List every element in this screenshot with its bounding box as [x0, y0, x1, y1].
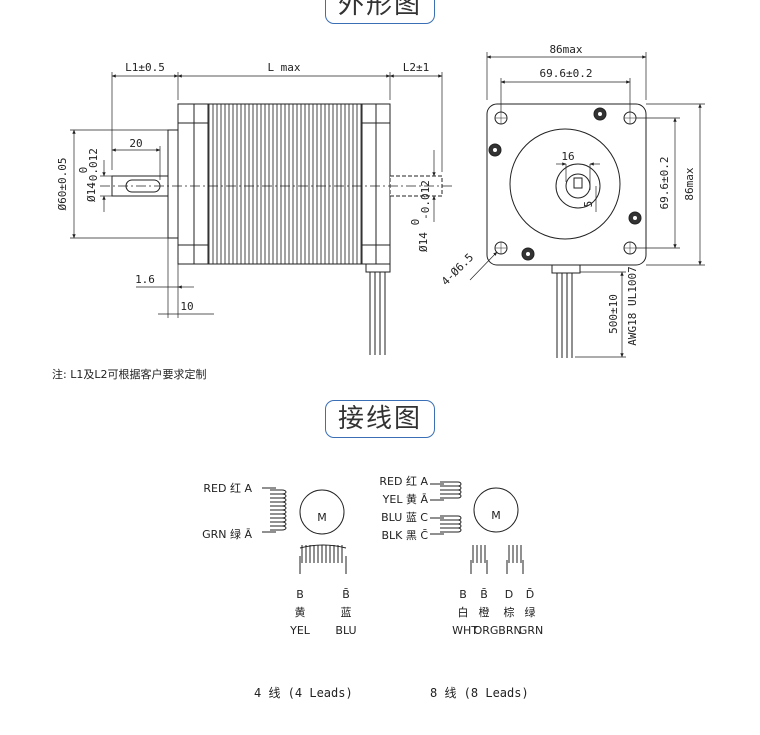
- label-bbar-4: B̄: [342, 588, 350, 601]
- dim-rear-shaft-dia: Ø14: [417, 232, 430, 252]
- dim-flat-width: 16: [561, 150, 574, 163]
- dim-height: 86max: [683, 167, 696, 200]
- wiring-8-leads: [430, 481, 524, 574]
- label-bbar-en-8: ORG: [474, 624, 499, 637]
- dim-flange-thk: 1.6: [135, 273, 155, 286]
- dim-body-dia: Ø60±0.05: [56, 158, 69, 211]
- label-b-cn-8: 白: [458, 605, 469, 619]
- coil-d-8: [506, 545, 524, 574]
- coil-a-8: [430, 481, 462, 501]
- label-b-en-8: WHT: [452, 624, 478, 637]
- mounting-hole: [494, 111, 508, 125]
- front-boss: [167, 129, 179, 239]
- lead-wires-side: [365, 263, 391, 355]
- front-view: [469, 52, 705, 358]
- screw-head: [488, 143, 502, 157]
- label-a-8: RED 红 A: [379, 475, 428, 488]
- label-d-cn-8: 棕: [504, 605, 515, 619]
- label-bbar-cn-4: 蓝: [341, 606, 352, 619]
- label-bbar-8: B̄: [480, 588, 488, 601]
- dim-shaft-tol-top: 0: [77, 167, 90, 174]
- coil-a: [262, 487, 287, 533]
- motor-symbol-8: M: [491, 509, 501, 522]
- mounting-hole: [623, 241, 637, 255]
- outline-title: 外形图: [324, 0, 436, 24]
- caption-8-leads: 8 线 (8 Leads): [430, 686, 529, 700]
- label-d-8: D: [505, 588, 513, 601]
- label-c-8: BLU 蓝 C: [381, 511, 428, 524]
- screw-head: [593, 107, 607, 121]
- label-b-4: B: [296, 588, 304, 601]
- dim-l: L max: [267, 61, 300, 74]
- dim-shaft-dia: Ø14: [85, 182, 98, 202]
- label-dbar-cn-8: 绿: [525, 605, 536, 619]
- dim-shaft-tol-bottom: -0.012: [87, 148, 100, 188]
- label-abar-4: GRN 绿 Ā: [202, 527, 252, 541]
- motor-symbol-4: M: [317, 511, 327, 524]
- dim-hole-pitch-w: 69.6±0.2: [540, 67, 593, 80]
- label-b-en-4: YEL: [289, 624, 311, 637]
- dim-l2: L2±1: [403, 61, 430, 74]
- label-d-en-8: BRN: [498, 624, 521, 637]
- dim-shaft-len: 20: [129, 137, 142, 150]
- label-abar-8: YEL 黄 Ā: [382, 492, 429, 506]
- label-a-4: RED 红 A: [203, 482, 252, 495]
- label-bbar-cn-8: 橙: [479, 605, 490, 619]
- motor-symbol-circle: [299, 489, 345, 535]
- dim-key-depth: 5: [582, 201, 595, 208]
- cooling-fins: [207, 103, 363, 265]
- dim-rear-tol-top: 0: [409, 219, 422, 226]
- dim-boss-len: 10: [180, 300, 193, 313]
- side-view: [70, 72, 455, 355]
- wiring-4-leads: [262, 487, 347, 574]
- inner-circle: [555, 163, 601, 209]
- dim-wire-spec: AWG18 UL1007: [626, 266, 639, 345]
- dim-hole-pitch-h: 69.6±0.2: [658, 157, 671, 210]
- coil-c-8: [430, 515, 462, 535]
- lead-wires-front: [551, 264, 581, 358]
- dim-width: 86max: [549, 43, 582, 56]
- customization-note: 注: L1及L2可根据客户要求定制: [52, 368, 207, 381]
- label-b-cn-4: 黄: [295, 605, 306, 619]
- label-bbar-en-4: BLU: [335, 624, 356, 637]
- mounting-hole: [623, 111, 637, 125]
- coil-b-8: [470, 545, 488, 574]
- screw-head: [521, 247, 535, 261]
- label-dbar-en-8: GRN: [519, 624, 543, 637]
- label-cbar-8: BLK 黑 C̄: [381, 529, 428, 542]
- label-b-8: B: [459, 588, 467, 601]
- wiring-title: 接线图: [324, 400, 436, 438]
- dim-l1: L1±0.5: [125, 61, 165, 74]
- coil-b: [299, 544, 347, 574]
- screw-head: [628, 211, 642, 225]
- boss-circle: [509, 128, 621, 240]
- label-dbar-8: D̄: [526, 588, 534, 601]
- dim-rear-tol-bottom: -0.012: [419, 180, 432, 220]
- motor-symbol-circle-8: [473, 487, 519, 533]
- dim-lead-length: 500±10: [607, 294, 620, 334]
- caption-4-leads: 4 线 (4 Leads): [254, 686, 353, 700]
- mounting-hole: [494, 241, 508, 255]
- dim-hole-dia: 4-Ø6.5: [439, 251, 476, 288]
